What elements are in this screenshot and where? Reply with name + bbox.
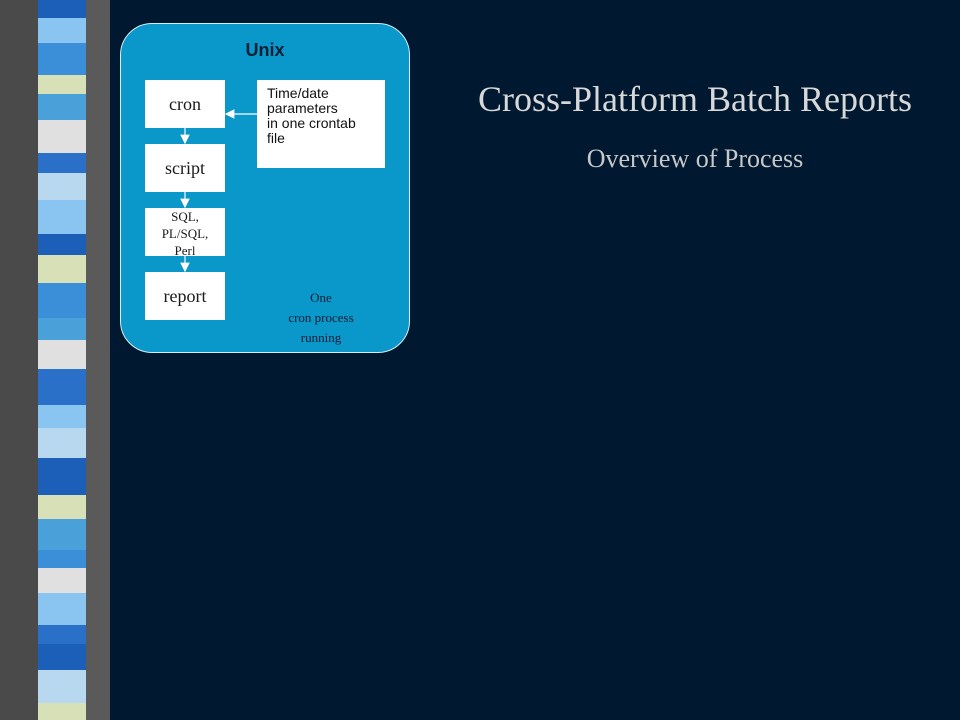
note-line: cron process bbox=[288, 310, 354, 325]
unix-panel: Unix cron script SQL, PL/SQL, Perl repor… bbox=[120, 23, 410, 353]
stripe-block bbox=[38, 495, 92, 519]
stripe-block bbox=[38, 428, 94, 458]
stripe-block bbox=[38, 283, 93, 318]
params-line: parameters bbox=[267, 100, 338, 116]
cron-node: cron bbox=[145, 80, 225, 128]
stripe-block bbox=[38, 670, 91, 703]
stripe-block bbox=[38, 234, 95, 255]
decorative-stripe-bar bbox=[0, 0, 110, 720]
note-line: One bbox=[310, 290, 332, 305]
stripe-block bbox=[38, 340, 91, 369]
process-note: One cron process running bbox=[271, 288, 371, 348]
stripe-block bbox=[38, 120, 87, 153]
stripe-block bbox=[38, 318, 86, 340]
stripe-block bbox=[38, 405, 89, 428]
stripe-block bbox=[38, 18, 91, 43]
params-node: Time/date parameters in one crontab file bbox=[257, 80, 385, 168]
stripe-block bbox=[38, 200, 90, 234]
sql-line: SQL, bbox=[171, 209, 199, 224]
stripe-block bbox=[38, 94, 94, 120]
stripe-block bbox=[38, 703, 96, 720]
stripe-block bbox=[38, 0, 86, 18]
panel-title: Unix bbox=[245, 40, 285, 60]
params-line: in one crontab bbox=[267, 115, 356, 131]
stripe-block bbox=[38, 593, 88, 625]
slide-title: Cross-Platform Batch Reports bbox=[478, 79, 912, 119]
stripe-block bbox=[38, 625, 93, 644]
slide-subtitle: Overview of Process bbox=[586, 144, 804, 173]
stripe-edge bbox=[86, 0, 110, 720]
stripe-block bbox=[38, 644, 86, 670]
params-line: file bbox=[267, 130, 285, 146]
stripe-block bbox=[38, 75, 89, 94]
stripe-block bbox=[38, 255, 88, 283]
sql-line: PL/SQL, bbox=[161, 226, 209, 241]
report-node: report bbox=[145, 272, 225, 320]
sql-line: Perl bbox=[174, 243, 196, 258]
sql-node: SQL, PL/SQL, Perl bbox=[145, 208, 225, 258]
stripe-block bbox=[38, 550, 90, 568]
params-line: Time/date bbox=[267, 85, 329, 101]
note-line: running bbox=[300, 330, 342, 345]
script-node: script bbox=[145, 144, 225, 192]
stripe-block bbox=[38, 458, 87, 495]
stripe-block bbox=[38, 568, 95, 593]
stripe-block bbox=[38, 153, 92, 173]
